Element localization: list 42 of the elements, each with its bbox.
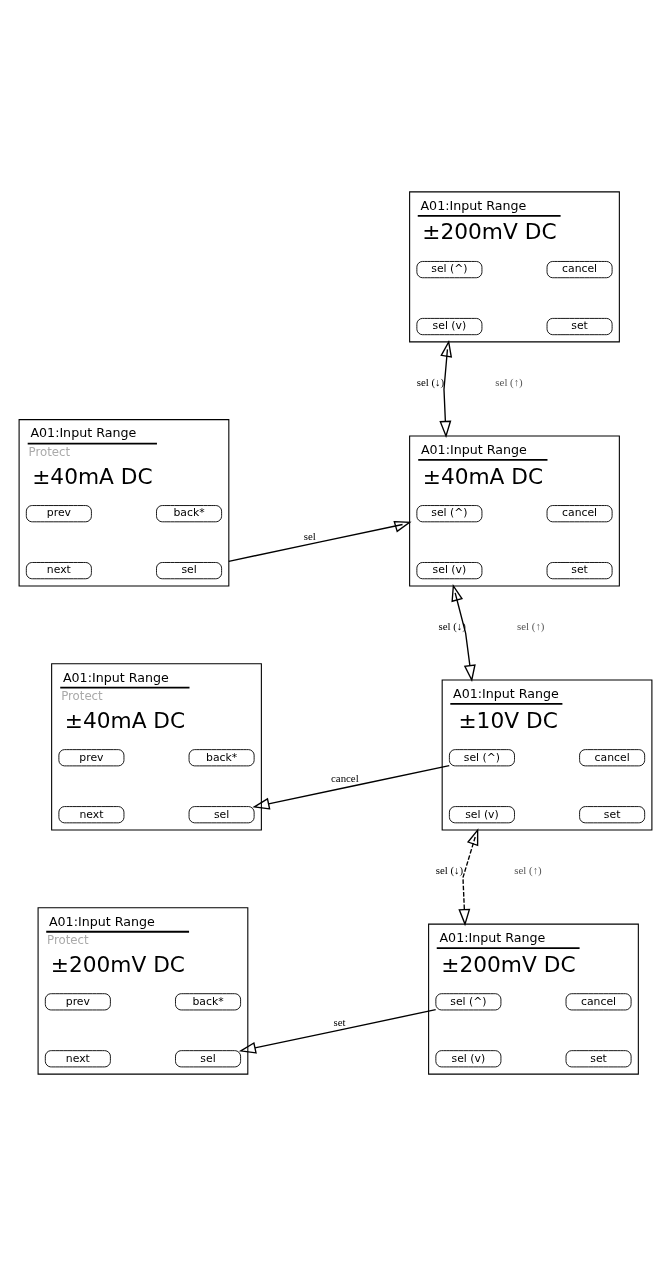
node-box: back* — [156, 504, 223, 522]
node-box: cancel — [565, 992, 632, 1010]
node-box: prev — [44, 992, 111, 1010]
node-box: sel (v) — [416, 561, 483, 579]
node-box: sel (^) — [435, 992, 502, 1010]
node-box: sel (^) — [448, 748, 515, 766]
node-box: sel — [188, 805, 255, 823]
arrow — [228, 520, 412, 562]
node-box: prev — [58, 748, 125, 766]
node-box: sel (v) — [416, 317, 483, 335]
node-box: prev — [25, 504, 92, 522]
node-box: back* — [175, 992, 242, 1010]
node-box: cancel — [546, 504, 613, 522]
label: sel (↑) — [514, 863, 542, 876]
node-box: sel — [156, 561, 223, 579]
node-box: sel — [175, 1049, 242, 1067]
node-box: sel (^) — [416, 504, 483, 522]
edge-label: cancel — [331, 771, 359, 784]
node-box: sel (v) — [448, 805, 515, 823]
node-box: next — [25, 561, 92, 579]
node-box: sel (v) — [435, 1049, 502, 1067]
arrow — [451, 583, 476, 682]
node-box: set — [546, 561, 613, 579]
node-box: cancel — [579, 748, 646, 766]
node-box: cancel — [546, 260, 613, 278]
node-box: next — [44, 1049, 111, 1067]
edge-label: set — [333, 1015, 346, 1028]
arrow — [252, 764, 450, 810]
arrow — [439, 339, 453, 438]
label: sel (↑) — [495, 375, 523, 388]
node-box: set — [546, 317, 613, 335]
edge-label: sel (↓) — [435, 863, 464, 876]
node-box: set — [579, 805, 646, 823]
node-box: set — [565, 1049, 632, 1067]
edge-label: sel (↓) — [416, 375, 445, 388]
node-box: next — [58, 805, 125, 823]
arrow — [458, 827, 479, 926]
label: sel (↑) — [517, 619, 545, 632]
node-box: back* — [188, 748, 255, 766]
arrow — [238, 1008, 437, 1054]
edge-label: sel — [303, 529, 316, 542]
node-box: sel (^) — [416, 260, 483, 278]
